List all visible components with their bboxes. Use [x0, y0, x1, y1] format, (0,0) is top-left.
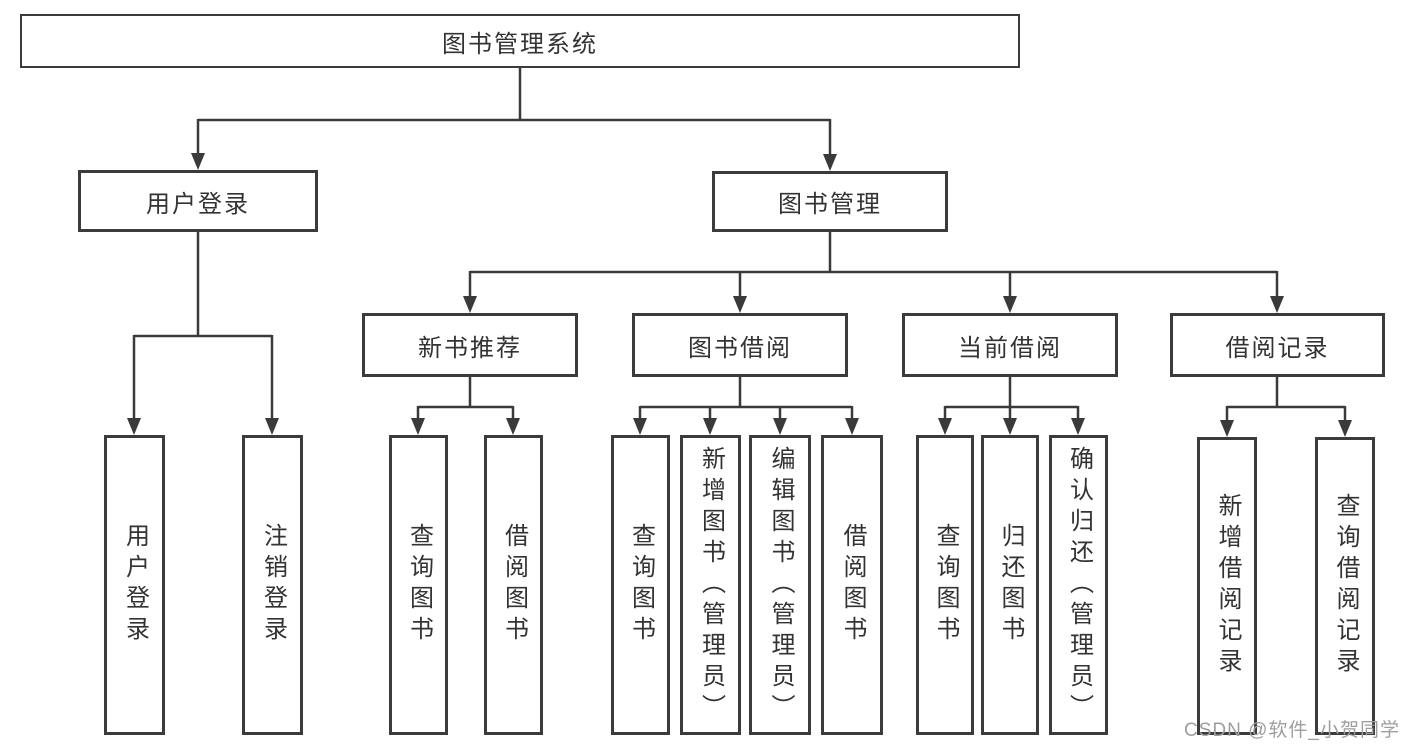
node-new-book-recommendation: 新书推荐: [362, 313, 578, 377]
node-root-system: 图书管理系统: [20, 14, 1020, 68]
leaf-edit-books-admin: 编辑图书（管理员）: [749, 435, 811, 735]
leaf-return-books: 归还图书: [981, 435, 1039, 735]
leaf-add-borrow-record: 新增借阅记录: [1197, 437, 1257, 735]
leaf-query-books-recommend: 查询图书: [389, 435, 448, 735]
leaf-confirm-return-admin: 确认归还（管理员）: [1049, 435, 1108, 735]
leaf-borrow-books: 借阅图书: [821, 435, 883, 735]
leaf-query-books-current: 查询图书: [916, 435, 974, 735]
leaf-add-books-admin: 新增图书（管理员）: [680, 435, 741, 735]
node-user-login: 用户登录: [78, 170, 318, 232]
arrowheads: [127, 153, 1352, 437]
leaf-logout: 注销登录: [242, 435, 303, 735]
leaf-query-books-borrow: 查询图书: [611, 435, 670, 735]
leaf-user-login: 用户登录: [104, 435, 165, 735]
leaf-query-borrow-record: 查询借阅记录: [1315, 437, 1375, 735]
node-book-borrowing: 图书借阅: [632, 313, 848, 377]
node-borrowing-records: 借阅记录: [1170, 313, 1385, 377]
leaf-borrow-books-recommend: 借阅图书: [484, 435, 543, 735]
node-book-management: 图书管理: [712, 171, 948, 232]
csdn-watermark: CSDN @软件_小贺同学: [1184, 720, 1400, 741]
node-current-borrowing: 当前借阅: [902, 313, 1118, 377]
